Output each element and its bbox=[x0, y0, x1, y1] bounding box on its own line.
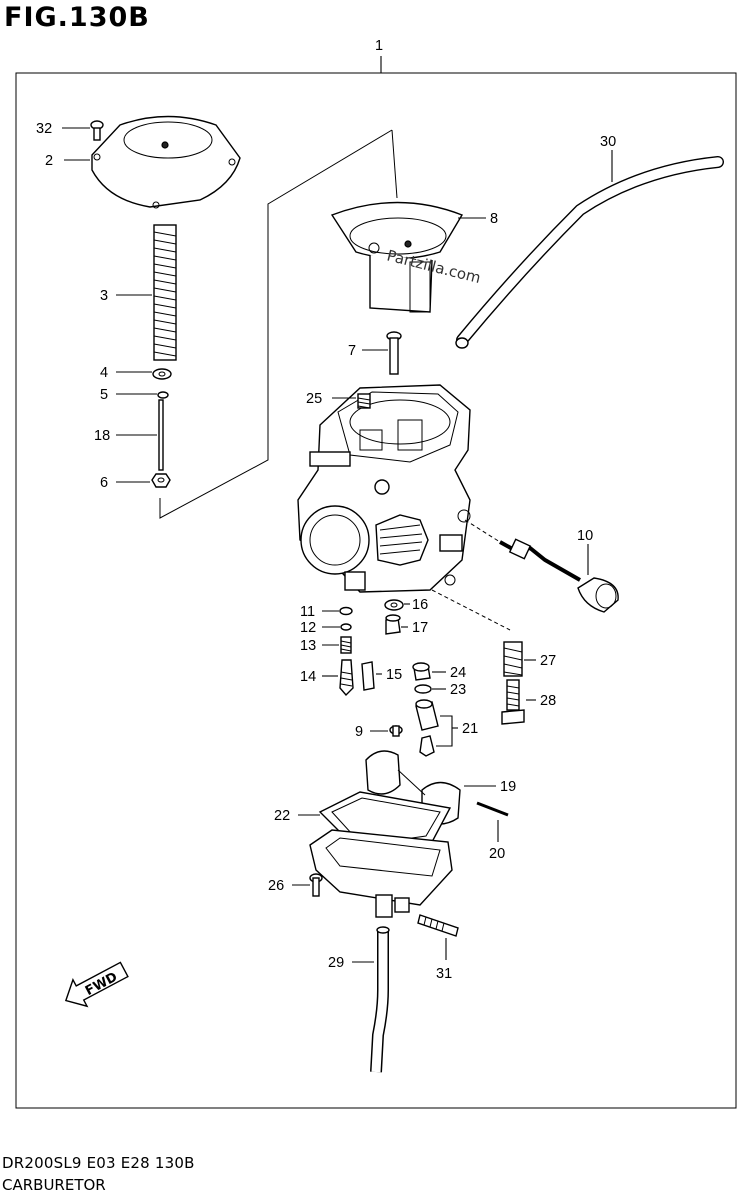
callout-5[interactable]: 5 bbox=[100, 387, 108, 403]
part-8-diaphragm-piston[interactable] bbox=[330, 201, 464, 313]
part-20-float-pin[interactable] bbox=[476, 801, 509, 817]
callout-10[interactable]: 10 bbox=[577, 528, 593, 544]
part-9-screw[interactable] bbox=[389, 725, 403, 737]
callout-32[interactable]: 32 bbox=[36, 121, 52, 137]
callout-6[interactable]: 6 bbox=[100, 475, 108, 491]
float-bowl[interactable] bbox=[309, 829, 453, 918]
part-11-washer[interactable] bbox=[339, 606, 353, 616]
group-bracket-top bbox=[391, 129, 398, 199]
part-23-o-ring[interactable] bbox=[414, 684, 432, 694]
part-5-clip[interactable] bbox=[157, 391, 169, 399]
part-27-spring[interactable] bbox=[503, 641, 523, 677]
part-17-plug[interactable] bbox=[385, 614, 401, 635]
guide-27-dash bbox=[431, 589, 511, 631]
assembly-frame bbox=[15, 72, 737, 1109]
callout-27[interactable]: 27 bbox=[540, 653, 556, 669]
group-bracket bbox=[159, 129, 393, 519]
part-15-jet[interactable] bbox=[361, 661, 375, 691]
callout-22[interactable]: 22 bbox=[274, 808, 290, 824]
part-4-washer[interactable] bbox=[152, 368, 172, 380]
callout-2[interactable]: 2 bbox=[45, 153, 53, 169]
callout-21[interactable]: 21 bbox=[462, 721, 478, 737]
figure-title: FIG.130B bbox=[4, 2, 150, 33]
callout-14[interactable]: 14 bbox=[300, 669, 316, 685]
part-13-spring[interactable] bbox=[340, 636, 352, 654]
callout-12[interactable]: 12 bbox=[300, 620, 316, 636]
leader-10-dash bbox=[464, 519, 501, 543]
carburetor-body[interactable] bbox=[297, 384, 471, 593]
callout-15[interactable]: 15 bbox=[386, 667, 402, 683]
part-32-screw[interactable] bbox=[90, 120, 104, 141]
callout-1[interactable]: 1 bbox=[375, 38, 383, 54]
callout-25[interactable]: 25 bbox=[306, 391, 322, 407]
callout-11[interactable]: 11 bbox=[300, 604, 315, 620]
part-26-screw[interactable] bbox=[309, 873, 323, 897]
callout-4[interactable]: 4 bbox=[100, 365, 108, 381]
part-21-needle-valve[interactable] bbox=[415, 699, 439, 757]
part-18-jet-needle[interactable] bbox=[158, 399, 164, 471]
part-28-stop-screw[interactable] bbox=[501, 679, 525, 725]
callout-30[interactable]: 30 bbox=[600, 134, 616, 150]
callout-16[interactable]: 16 bbox=[412, 597, 428, 613]
part-30-vent-hose[interactable] bbox=[455, 156, 724, 349]
callout-29[interactable]: 29 bbox=[328, 955, 344, 971]
callout-18[interactable]: 18 bbox=[94, 428, 110, 444]
part-31-drain-screw[interactable] bbox=[417, 914, 459, 937]
callout-3[interactable]: 3 bbox=[100, 288, 108, 304]
part-12-o-ring[interactable] bbox=[340, 623, 352, 631]
part-6-retainer[interactable] bbox=[151, 473, 171, 488]
part-7-screw[interactable] bbox=[386, 331, 402, 375]
callout-28[interactable]: 28 bbox=[540, 693, 556, 709]
footer-model-code: DR200SL9 E03 E28 130B bbox=[2, 1154, 195, 1172]
part-24-main-jet[interactable] bbox=[412, 662, 431, 681]
callout-8[interactable]: 8 bbox=[490, 211, 498, 227]
callout-19[interactable]: 19 bbox=[500, 779, 516, 795]
part-14-pilot-screw[interactable] bbox=[339, 659, 354, 697]
leader-21 bbox=[436, 715, 453, 747]
fwd-arrow-icon: FWD bbox=[64, 961, 129, 1008]
footer-section-name: CARBURETOR bbox=[2, 1176, 106, 1194]
callout-7[interactable]: 7 bbox=[348, 343, 356, 359]
callout-20[interactable]: 20 bbox=[489, 846, 505, 862]
callout-9[interactable]: 9 bbox=[355, 724, 363, 740]
part-3-spring[interactable] bbox=[153, 224, 177, 361]
part-29-drain-hose[interactable] bbox=[370, 926, 390, 1073]
part-2-top-cover[interactable] bbox=[91, 115, 241, 209]
callout-31[interactable]: 31 bbox=[436, 966, 452, 982]
callout-24[interactable]: 24 bbox=[450, 665, 466, 681]
callout-26[interactable]: 26 bbox=[268, 878, 284, 894]
part-10-throttle-adjuster[interactable] bbox=[499, 538, 619, 613]
callout-17[interactable]: 17 bbox=[412, 620, 428, 636]
part-16-washer[interactable] bbox=[384, 599, 404, 611]
callout-23[interactable]: 23 bbox=[450, 682, 466, 698]
callout-13[interactable]: 13 bbox=[300, 638, 316, 654]
part-25-spring[interactable] bbox=[357, 393, 371, 409]
